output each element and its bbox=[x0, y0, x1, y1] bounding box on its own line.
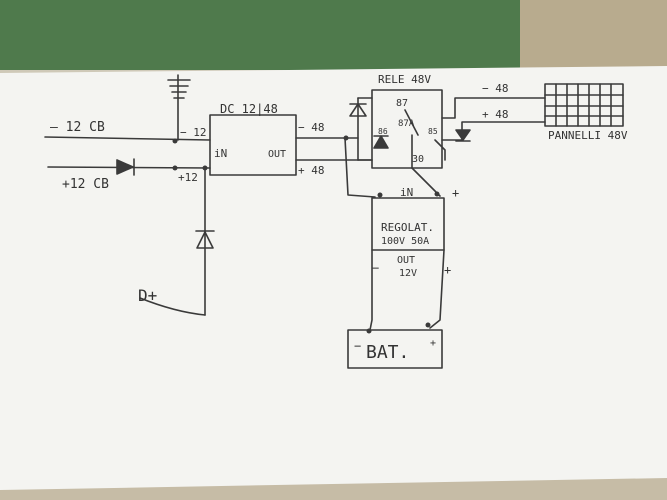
label-reg-plus: + bbox=[444, 263, 451, 277]
label-pannelli: PANNELLI 48V bbox=[548, 129, 628, 142]
label-reg-in: iN bbox=[400, 186, 413, 199]
label-r30: 30 bbox=[412, 154, 424, 165]
label-dc-out: OUT bbox=[268, 149, 286, 160]
wire-minus12cb bbox=[44, 136, 211, 141]
panel-diode-icon bbox=[455, 129, 471, 142]
label-reg-title: REGOLAT. bbox=[381, 221, 434, 234]
label-p-minus48: − 48 bbox=[482, 82, 509, 95]
label-r87: 87 bbox=[396, 98, 408, 109]
label-bat-minus: − bbox=[354, 339, 361, 353]
label-bat-plus: + bbox=[430, 338, 436, 349]
relay-box bbox=[371, 89, 443, 169]
label-reg-spec: 100V 50A bbox=[381, 236, 429, 247]
wire-dplus-base bbox=[139, 297, 206, 316]
label-minus12: − 12 bbox=[180, 126, 207, 139]
wire-down-reg bbox=[344, 137, 376, 198]
ground-icon bbox=[167, 74, 191, 141]
diode-dplus-icon bbox=[195, 230, 215, 249]
label-reg-minus: − bbox=[372, 261, 379, 275]
label-minus48-out: − 48 bbox=[298, 121, 325, 134]
relay-diode-bottom-icon bbox=[373, 135, 389, 149]
label-dplus: D+ bbox=[138, 286, 157, 305]
label-bat: BAT. bbox=[366, 342, 409, 363]
table-wood-top-right bbox=[520, 0, 667, 70]
label-r85: 85 bbox=[428, 127, 438, 136]
label-plus48-out: + 48 bbox=[298, 164, 325, 177]
relay-diode-top-icon bbox=[349, 103, 367, 117]
label-dc-in: iN bbox=[214, 147, 227, 160]
label-reg-out: OUT bbox=[397, 255, 415, 266]
label-reg-out-v: 12V bbox=[399, 268, 417, 279]
label-reg-plus-in: + bbox=[452, 186, 459, 200]
label-r87a: 87A bbox=[398, 119, 415, 129]
solar-panel-icon bbox=[544, 83, 624, 127]
label-minus12cb: — 12 CB bbox=[50, 120, 105, 135]
label-dc-title: DC 12|48 bbox=[220, 102, 278, 116]
regulator-box bbox=[371, 197, 445, 251]
label-rele-title: RELE 48V bbox=[378, 73, 431, 86]
label-r86: 86 bbox=[378, 127, 388, 136]
label-plus12: +12 bbox=[178, 171, 198, 184]
dc-converter-box bbox=[209, 114, 297, 176]
paper-sheet bbox=[0, 66, 667, 490]
relay-switch bbox=[404, 109, 419, 136]
battery-box bbox=[347, 329, 443, 369]
diode-input-icon bbox=[116, 158, 135, 176]
label-p-plus48: + 48 bbox=[482, 108, 509, 121]
label-plus12cb: +12 CB bbox=[62, 177, 109, 192]
